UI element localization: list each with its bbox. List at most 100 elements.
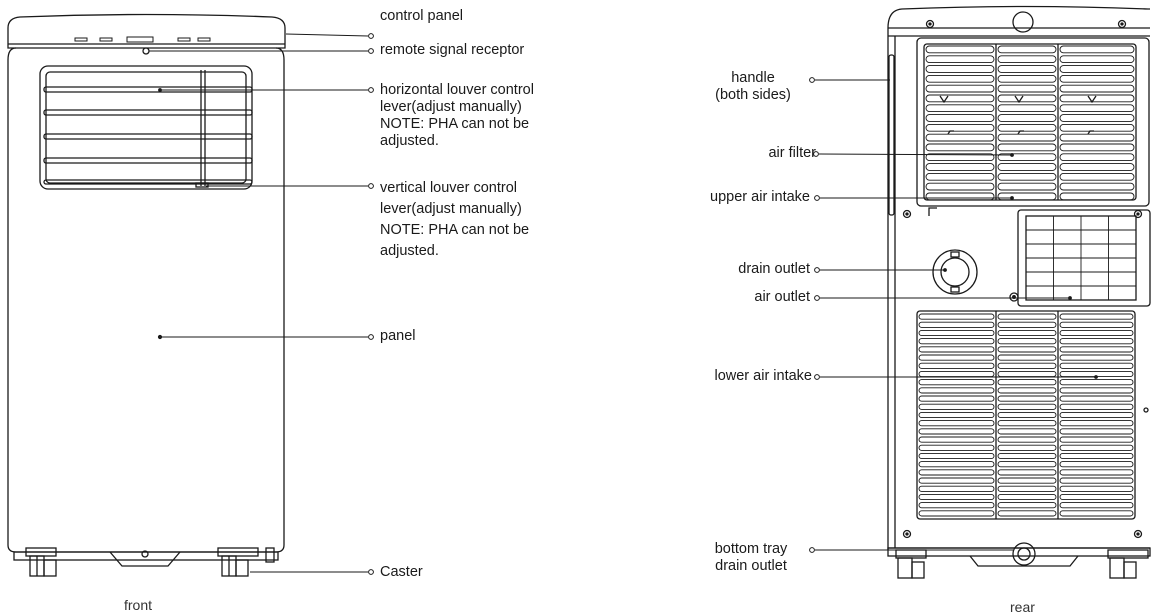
grille-slat	[997, 370, 1057, 378]
air-outlet-grille	[1017, 209, 1151, 307]
rear-leaders	[809, 77, 1098, 553]
grille-slat	[997, 338, 1057, 345]
label-line: lever(adjust manually)	[380, 201, 522, 217]
grille-slat	[925, 74, 995, 83]
grille-slat	[925, 182, 995, 191]
grille-slat	[997, 420, 1057, 427]
control-panel-buttons	[74, 36, 211, 43]
grille-slat	[918, 338, 995, 345]
grille-slat	[1059, 346, 1134, 353]
rear-handle	[888, 54, 895, 216]
grille-slat	[997, 395, 1057, 402]
grille-slat	[997, 477, 1057, 484]
grille-slat	[918, 403, 995, 410]
grille-slat	[997, 485, 1057, 492]
grille-slat	[1059, 55, 1135, 64]
label-line: vertical louver control	[380, 180, 517, 196]
grille-slat	[997, 133, 1057, 142]
grille-slat	[1059, 502, 1134, 509]
grille-slat	[1059, 411, 1134, 419]
grille-slat	[997, 329, 1057, 337]
grille-slat	[997, 379, 1057, 386]
grille-slat	[997, 452, 1057, 460]
remote-receptor	[142, 47, 150, 55]
grille-slat	[925, 163, 995, 171]
grille-slat	[1059, 354, 1134, 361]
label-handle: handle (both sides)	[700, 70, 806, 104]
grille-slat	[997, 362, 1057, 369]
grille-slat	[1059, 94, 1135, 103]
grille-slat	[918, 436, 995, 443]
bottom-tray-drain	[1012, 542, 1036, 566]
label-line: horizontal louver control	[380, 82, 534, 98]
grille-slat	[1059, 84, 1135, 93]
grille-slat	[1059, 172, 1135, 181]
grille-slat	[925, 104, 995, 113]
grille-slat	[918, 477, 995, 484]
label-bottom-tray-drain-outlet: bottom tray drain outlet	[696, 541, 806, 575]
grille-slat	[925, 192, 995, 201]
grille-slat	[918, 428, 995, 435]
grille-slat	[1059, 362, 1134, 369]
grille-slat	[918, 329, 995, 337]
grille-slat	[925, 153, 995, 162]
grille-slat	[997, 313, 1057, 320]
grille-slat	[1059, 477, 1134, 484]
grille-slat	[1059, 182, 1135, 191]
rear-unit	[887, 5, 1151, 579]
grille-slat	[918, 493, 995, 501]
grille-slat	[925, 123, 995, 132]
grille-slat	[918, 379, 995, 386]
grille-slat	[1059, 510, 1134, 517]
grille-slat	[918, 370, 995, 378]
grille-slat	[925, 94, 995, 103]
grille-slat	[997, 123, 1057, 132]
grille-slat	[1059, 420, 1134, 427]
grille-slat	[1059, 387, 1134, 394]
grille-slat	[1059, 452, 1134, 460]
grille-slat	[925, 114, 995, 122]
grille-slat	[997, 104, 1057, 113]
grille-slat	[1059, 104, 1135, 113]
grille-slat	[925, 172, 995, 181]
grille-slat	[997, 182, 1057, 191]
caption-rear: rear	[1010, 599, 1035, 615]
label-vertical-louver: vertical louver control lever(adjust man…	[380, 178, 529, 262]
label-line: lever(adjust manually)	[380, 99, 522, 115]
grille-slat	[997, 114, 1057, 122]
label-air-outlet: air outlet	[754, 289, 810, 305]
louver-frame	[39, 65, 253, 190]
grille-slat	[1059, 329, 1134, 337]
grille-slat	[1059, 65, 1135, 73]
front-unit	[7, 13, 286, 577]
grille-slat	[918, 346, 995, 353]
grille-slat	[997, 346, 1057, 353]
grille-slat	[1059, 114, 1135, 122]
grille-slat	[918, 321, 995, 328]
front-leaders	[149, 33, 374, 575]
grille-slat	[1059, 444, 1134, 451]
grille-slat	[1059, 428, 1134, 435]
grille-slat	[1059, 192, 1135, 201]
label-horizontal-louver: horizontal louver control lever(adjust m…	[380, 82, 534, 150]
front-base	[13, 547, 279, 577]
grille-slat	[918, 461, 995, 468]
label-upper-air-intake: upper air intake	[710, 189, 810, 205]
grille-slat	[1059, 74, 1135, 83]
grille-slat	[997, 163, 1057, 171]
grille-slat	[918, 411, 995, 419]
grille-slat	[997, 74, 1057, 83]
grille-slat	[1059, 143, 1135, 152]
grille-slat	[997, 65, 1057, 73]
label-lower-air-intake: lower air intake	[714, 368, 812, 384]
label-line: bottom tray	[714, 541, 788, 557]
grille-slat	[918, 444, 995, 451]
air-filter-frame	[916, 37, 1150, 207]
grille-slat	[918, 387, 995, 394]
grille-slat	[997, 510, 1057, 517]
grille-slat	[1059, 163, 1135, 171]
horizontal-louvers	[43, 86, 253, 185]
grille-slat	[925, 84, 995, 93]
grille-slat	[997, 387, 1057, 394]
